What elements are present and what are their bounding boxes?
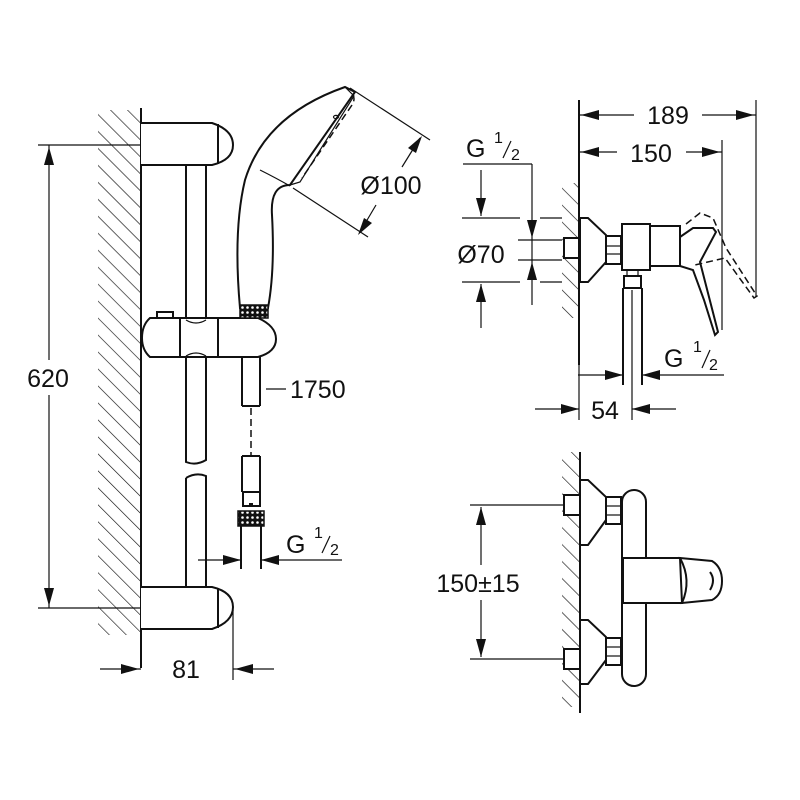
shower-hose [237,357,265,569]
mixer-lever [679,227,720,337]
cover-diameter-label: Ø70 [457,241,504,269]
connection-nut [605,235,622,265]
overall-depth-label: 189 [647,102,689,130]
inlet-thread-den: 2 [511,147,520,164]
lever-depth-label: 150 [630,140,672,168]
shower-rail-set: 620 81 Ø100 1750 [27,85,431,684]
outlet-thread-num: 1 [693,339,702,356]
knurled-grip [239,304,269,319]
hand-shower [236,85,357,319]
lower-connector [563,648,581,670]
outlet-offset-label: 54 [591,397,619,425]
top-wall-bracket [141,122,235,166]
mixer-front-view: 150±15 [436,452,724,713]
outlet-connector [623,275,642,289]
dimension-wall-distance: 81 [100,610,274,684]
upper-connector [563,494,581,516]
mixer-body [621,223,651,271]
rail-slider-holder [140,311,278,358]
wall-cover [579,217,607,283]
dimension-hose-thread: G 1 2 [198,525,342,565]
dimension-lever-depth: 150 [579,140,723,330]
wall-distance-label: 81 [172,656,200,684]
outlet-thread-base: G [664,345,683,373]
hose-nut [237,510,265,527]
hose-thread-den: 2 [330,542,339,559]
inlet-thread-num: 1 [494,130,503,147]
slide-rail [185,165,207,587]
hand-shower-diameter-label: Ø100 [360,172,421,200]
dimension-outlet-thread: G 1 2 [578,339,724,380]
hose-thread-base: G [286,531,305,559]
inlet-thread-base: G [466,135,485,163]
hose-thread-num: 1 [314,525,323,542]
mixer-lever-front [622,557,684,604]
dimension-outlet-offset: 54 [535,365,676,425]
dimension-overall-depth: 189 [579,100,757,297]
connection-centres-label: 150±15 [436,570,519,598]
lower-wall-cover [579,619,607,685]
dimension-inlet-thread: G 1 2 [463,130,562,305]
bottom-wall-bracket [141,586,235,630]
outlet-thread-den: 2 [709,357,718,374]
dimension-hand-shower-diameter: Ø100 [292,87,431,238]
wall-hatching-side [562,100,580,365]
wall-hatching-front [562,452,581,713]
dimension-rail-height: 620 [27,144,141,609]
dimension-connection-centres: 150±15 [436,504,563,660]
dimension-hose-length: 1750 [266,376,346,404]
wall-hatching [98,108,142,668]
rail-height-label: 620 [27,365,69,393]
mixer-side-view: 189 150 Ø70 [457,100,759,425]
inlet-connector [563,237,580,259]
dimension-cover-diameter: Ø70 [457,170,562,328]
hose-length-label: 1750 [290,376,346,404]
lever-alternate-position [685,212,759,300]
upper-wall-cover [579,479,607,546]
